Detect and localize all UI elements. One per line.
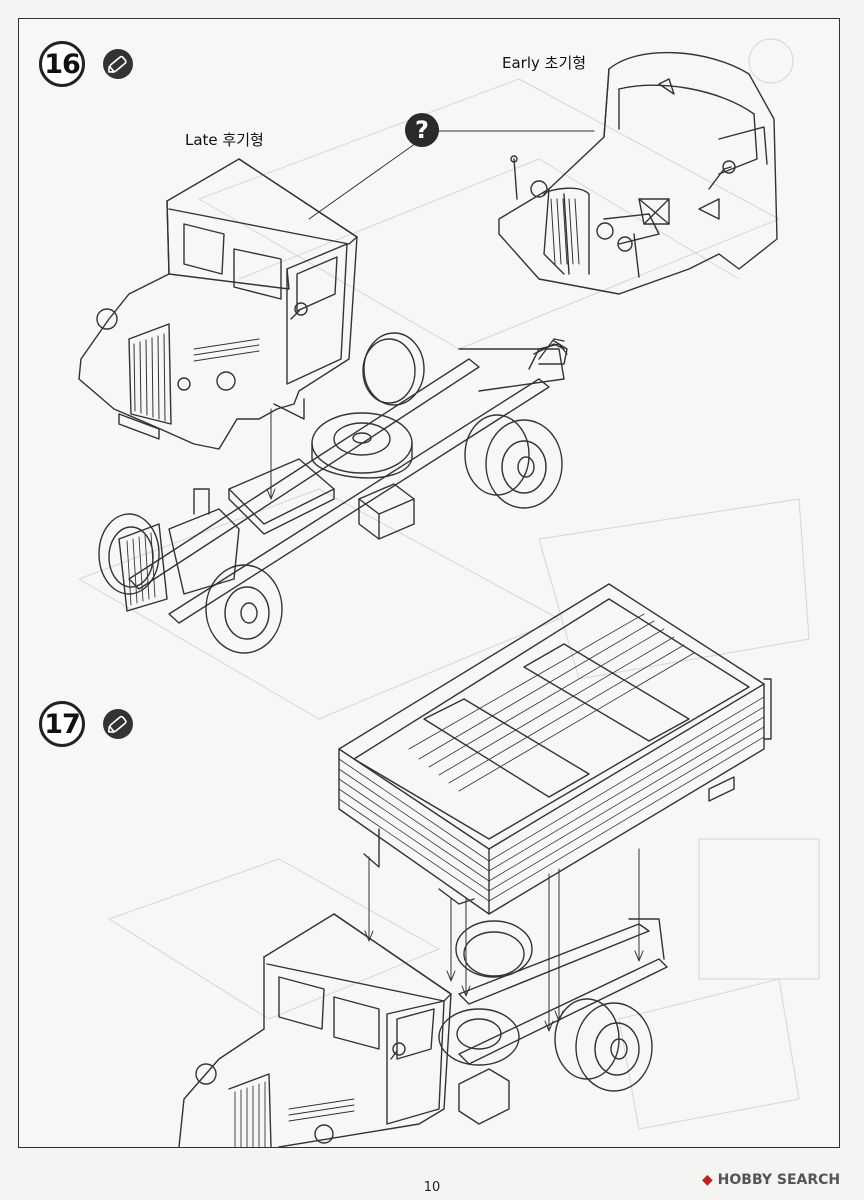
- early-cab-drawing: [498, 51, 778, 295]
- question-icon: ?: [405, 113, 439, 147]
- truck-assembly-drawing: [178, 848, 668, 1147]
- assembly-illustration: [78, 38, 820, 1147]
- late-cab-drawing: [78, 158, 358, 450]
- step-number-16: 16: [39, 41, 85, 87]
- glue-pencil-icon: [103, 49, 133, 79]
- ghost-bleed-through: [78, 38, 820, 1130]
- instruction-sheet: 16 17 Late 후기형 Early 초기형 ?: [18, 18, 840, 1148]
- late-version-label: Late 후기형: [185, 131, 264, 149]
- glue-pencil-icon: [103, 709, 133, 739]
- page-number: 10: [423, 1180, 441, 1195]
- question-leader-lines: [308, 130, 595, 220]
- step-number-17: 17: [39, 701, 85, 747]
- watermark-text: HOBBY SEARCH: [717, 1172, 841, 1188]
- cargo-bed-drawing: [338, 583, 772, 915]
- watermark: ◆ HOBBY SEARCH: [702, 1172, 840, 1188]
- early-version-label: Early 초기형: [502, 54, 587, 72]
- chassis-drawing: [98, 332, 568, 654]
- watermark-logo-icon: ◆: [702, 1172, 713, 1188]
